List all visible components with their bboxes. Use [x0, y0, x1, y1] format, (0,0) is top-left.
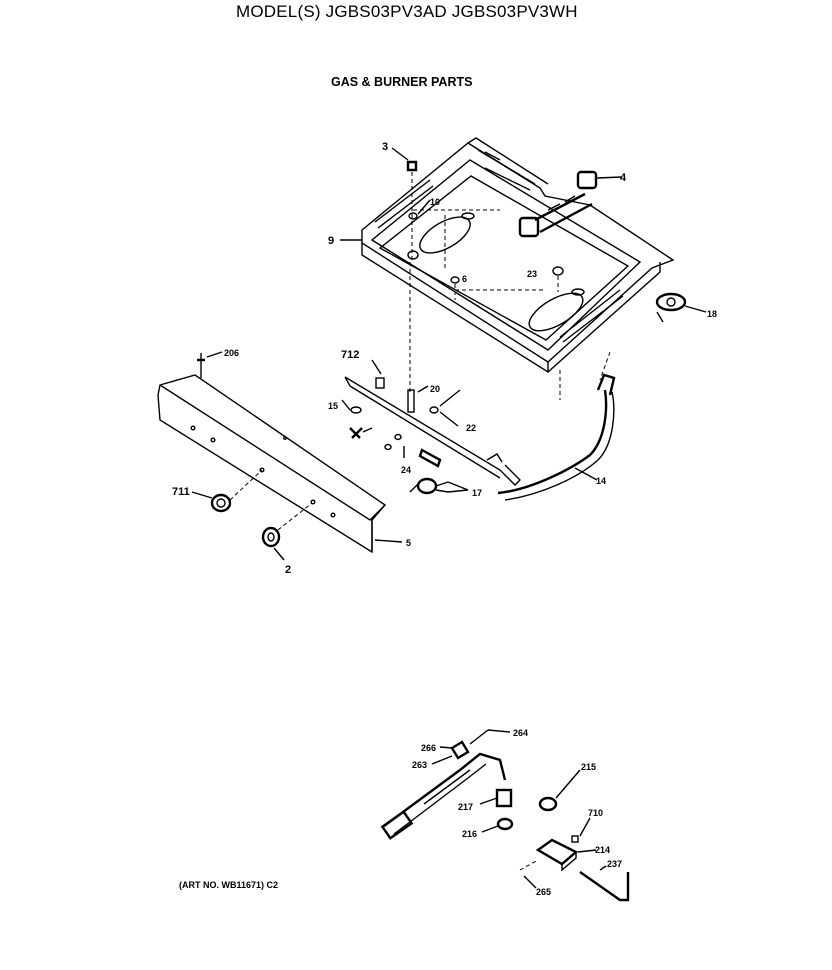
callout-266: 266 — [421, 743, 436, 753]
gas-tube — [497, 373, 616, 501]
manifold — [341, 359, 521, 495]
callout-6: 6 — [462, 274, 467, 284]
callout-14: 14 — [596, 476, 606, 486]
knob-711 — [191, 469, 263, 513]
knob-2 — [261, 502, 313, 561]
callout-263: 263 — [412, 760, 427, 770]
art-number: (ART NO. WB11671) C2 — [179, 880, 279, 890]
callout-23: 23 — [527, 269, 537, 279]
callout-18: 18 — [707, 309, 717, 319]
burner-valves — [518, 170, 623, 238]
burner-box — [361, 137, 675, 374]
guide-line-2 — [559, 351, 611, 400]
callout-265: 265 — [536, 887, 551, 897]
callout-15: 15 — [328, 401, 338, 411]
callout-217: 217 — [458, 802, 473, 812]
box-small-parts — [340, 147, 564, 300]
callout-711: 711 — [172, 486, 190, 498]
orifice-bracket — [655, 292, 707, 323]
callout-216: 216 — [462, 829, 477, 839]
callout-4: 4 — [620, 172, 627, 184]
callout-264: 264 — [513, 728, 528, 738]
callout-22: 22 — [466, 423, 476, 433]
callout-237: 237 — [607, 859, 622, 869]
section-title: GAS & BURNER PARTS — [331, 75, 473, 89]
thermostat-assembly — [380, 729, 630, 902]
callout-9: 9 — [328, 235, 334, 247]
callout-3: 3 — [382, 141, 388, 153]
callout-712: 712 — [341, 349, 359, 361]
callout-215: 215 — [581, 762, 596, 772]
callout-17: 17 — [472, 488, 482, 498]
control-panel — [157, 351, 403, 554]
callout-5: 5 — [406, 538, 411, 548]
callout-710: 710 — [588, 808, 603, 818]
callout-214: 214 — [595, 845, 610, 855]
callout-20: 20 — [430, 384, 440, 394]
callout-206: 206 — [224, 348, 239, 358]
callout-10: 10 — [430, 197, 440, 207]
callout-24: 24 — [401, 465, 411, 475]
model-title: MODEL(S) JGBS03PV3AD JGBS03PV3WH — [236, 2, 578, 21]
callout-2: 2 — [285, 564, 291, 576]
